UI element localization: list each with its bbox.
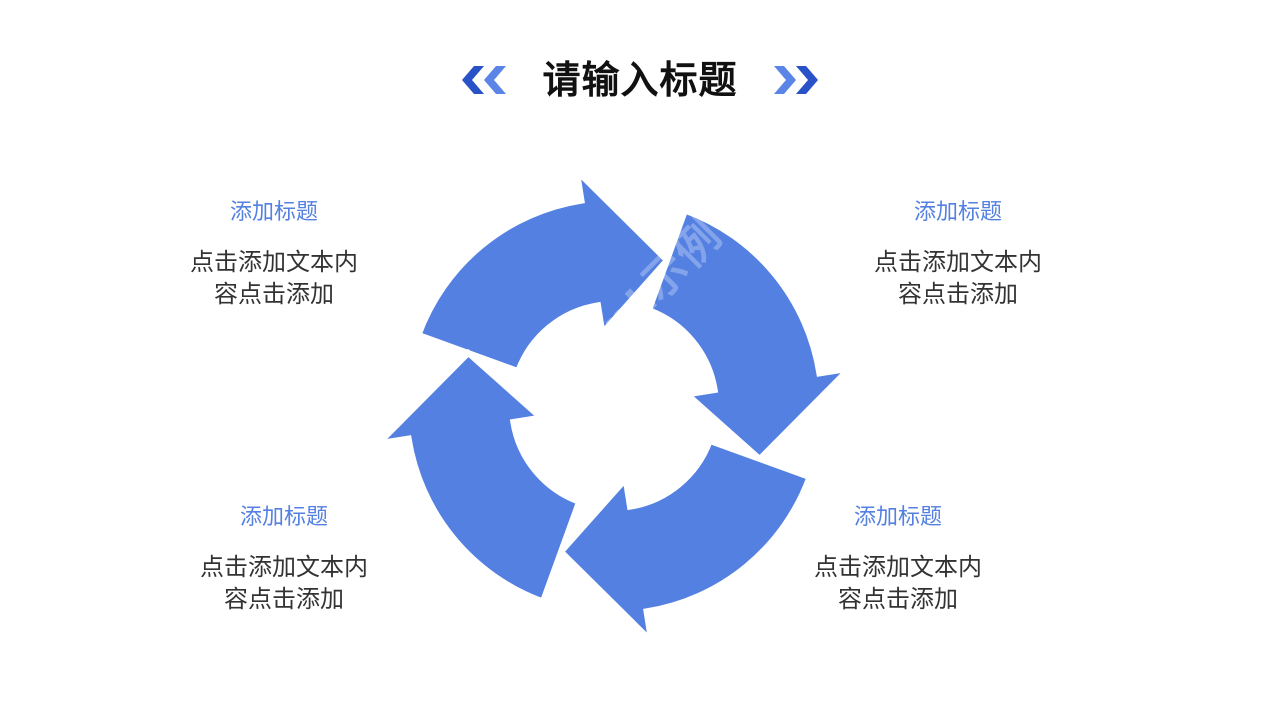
arrow-bottom [556,437,814,650]
label-title: 添加标题 [229,200,318,225]
label-body-line2: 容点击添加 [838,585,958,613]
label-body-line1: 点击添加文本内 [814,553,982,581]
label-body-line2: 容点击添加 [214,280,334,308]
label-bottom-left: 添加标题 点击添加文本内 容点击添加 [174,503,394,615]
arrow-left [370,348,583,606]
double-chevron-left-icon [462,66,507,94]
label-title: 添加标题 [239,505,328,530]
label-body-line1: 点击添加文本内 [874,248,1042,276]
cycle-arrows [370,162,858,650]
label-title: 添加标题 [853,505,942,530]
label-top-left: 添加标题 点击添加文本内 容点击添加 [164,198,384,310]
label-bottom-right: 添加标题 点击添加文本内 容点击添加 [788,503,1008,615]
page-title: 请输入标题 [542,58,738,102]
label-title: 添加标题 [913,200,1002,225]
label-body-line2: 容点击添加 [224,585,344,613]
double-chevron-right-icon [773,66,818,94]
arrow-top [414,162,672,375]
label-body-line1: 点击添加文本内 [190,248,358,276]
label-body-line1: 点击添加文本内 [200,553,368,581]
title-row: 请输入标题 [0,52,1280,108]
label-body-line2: 容点击添加 [898,280,1018,308]
arrow-right [645,206,858,464]
label-top-right: 添加标题 点击添加文本内 容点击添加 [848,198,1068,310]
